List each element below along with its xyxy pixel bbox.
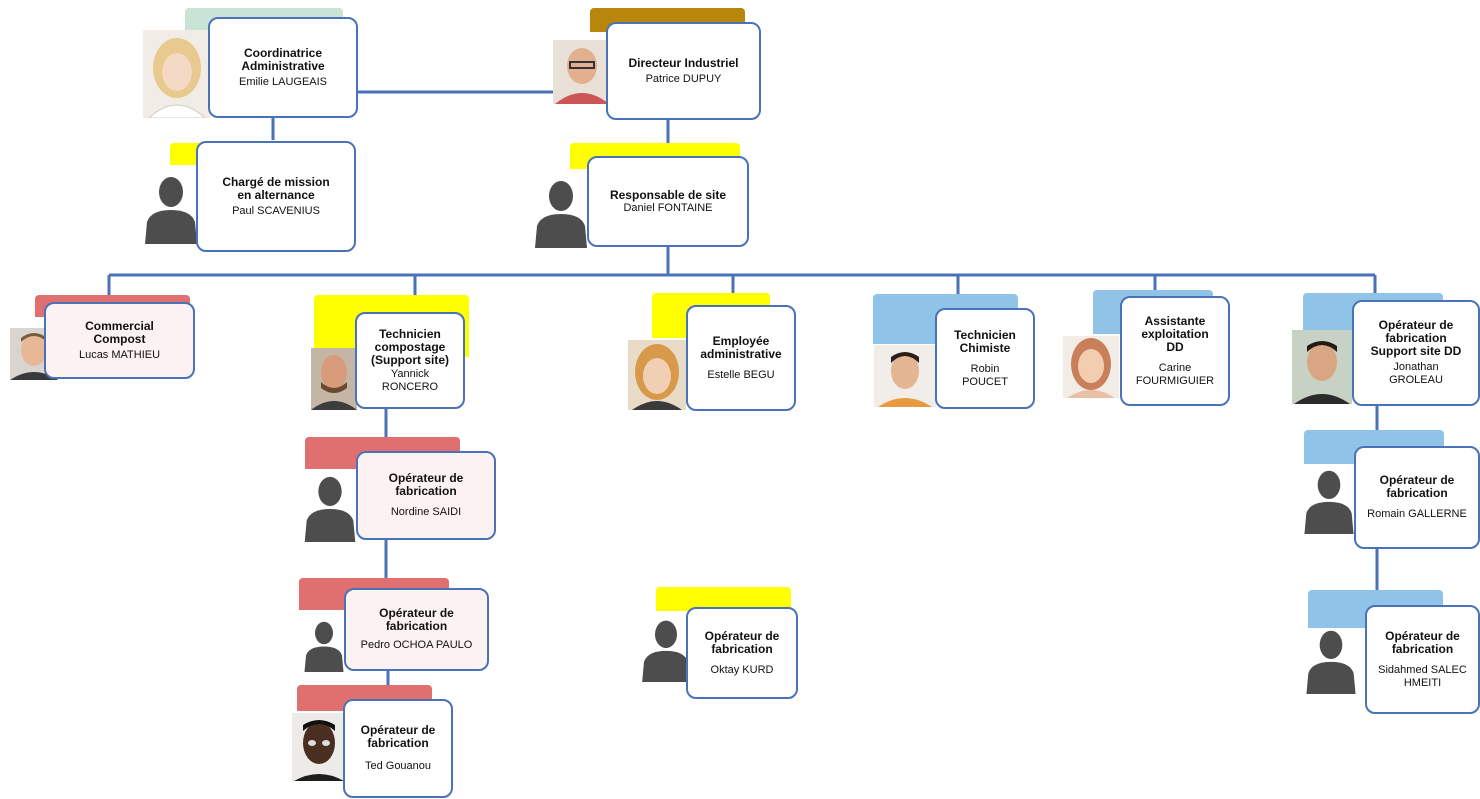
role-title: Opérateur de fabrication [1379, 473, 1455, 500]
org-card: Directeur Industriel Patrice DUPUY [606, 22, 761, 120]
photo-woman-redhead [628, 340, 686, 410]
role-title: Directeur Industriel [628, 55, 739, 70]
role-title: Opérateur de fabrication [360, 723, 436, 750]
role-title: Opérateur de fabrication [379, 606, 454, 633]
person-name: Estelle BEGU [707, 368, 775, 381]
org-card: Commercial Compost Lucas MATHIEU [44, 302, 195, 379]
org-card: Opérateur de fabrication Sidahmed SALEC … [1365, 605, 1480, 714]
org-card: Technicien compostage (Support site) Yan… [355, 312, 465, 409]
role-title: Assistante exploitation DD [1141, 313, 1209, 354]
role-title: Opérateur de fabrication [388, 471, 464, 498]
org-card: Responsable de site Daniel FONTAINE [587, 156, 749, 247]
photo-man-dark-hair [874, 345, 936, 407]
silhouette-icon [1300, 466, 1358, 534]
role-title: Commercial Compost [85, 318, 154, 346]
org-card: Technicien Chimiste Robin POUCET [935, 308, 1035, 409]
person-name: Yannick RONCERO [381, 367, 439, 393]
role-title: Opérateur de fabrication Support site DD [1370, 318, 1462, 358]
role-title: Technicien compostage (Support site) [371, 326, 449, 367]
org-card: Chargé de mission en alternance Paul SCA… [196, 141, 356, 252]
org-card: Opérateur de fabrication Nordine SAIDI [356, 451, 496, 540]
org-card: Coordinatrice Administrative Emilie LAUG… [208, 17, 358, 118]
org-card: Employée administrative Estelle BEGU [686, 305, 796, 411]
person-name: Daniel FONTAINE [623, 201, 713, 214]
org-card: Opérateur de fabrication Pedro OCHOA PAU… [344, 588, 489, 671]
role-title: Coordinatrice Administrative [241, 45, 325, 73]
org-card: Opérateur de fabrication Romain GALLERNE [1354, 446, 1480, 549]
person-name: Emilie LAUGEAIS [238, 75, 328, 88]
person-name: Pedro OCHOA PAULO [360, 639, 473, 651]
role-title: Chargé de mission en alternance [222, 174, 330, 202]
person-name: Robin POUCET [962, 362, 1008, 388]
person-name: Sidahmed SALEC HMEITI [1378, 663, 1467, 689]
role-title: Opérateur de fabrication [1385, 628, 1460, 656]
silhouette-icon [302, 472, 358, 542]
org-card: Assistante exploitation DD Carine FOURMI… [1120, 296, 1230, 406]
person-name: Ted Gouanou [364, 760, 432, 772]
org-card: Opérateur de fabrication Oktay KURD [686, 607, 798, 699]
photo-woman-auburn [1063, 336, 1119, 398]
org-card: Opérateur de fabrication Support site DD… [1352, 300, 1480, 406]
silhouette-icon [145, 172, 197, 244]
photo-woman-blonde [143, 30, 211, 118]
silhouette-icon [299, 618, 349, 672]
person-name: Lucas MATHIEU [78, 348, 161, 361]
photo-man-glasses [553, 40, 611, 104]
person-name: Paul SCAVENIUS [232, 204, 320, 217]
photo-man-dark-skin [292, 713, 346, 781]
photo-man-dark-hair-2 [1292, 330, 1352, 404]
photo-man-bald [311, 348, 357, 410]
role-title: Technicien Chimiste [954, 327, 1016, 355]
role-title: Opérateur de fabrication [704, 628, 780, 656]
person-name: Patrice DUPUY [645, 72, 722, 85]
person-name: Oktay KURD [710, 663, 774, 676]
silhouette-icon [638, 616, 694, 682]
person-name: Romain GALLERNE [1367, 508, 1467, 520]
silhouette-icon [532, 176, 590, 248]
person-name: Jonathan GROLEAU [1389, 361, 1443, 386]
silhouette-icon [1302, 626, 1360, 694]
role-title: Employée administrative [700, 333, 782, 361]
person-name: Carine FOURMIGUIER [1135, 361, 1215, 387]
role-title: Responsable de site [609, 187, 727, 202]
org-card: Opérateur de fabrication Ted Gouanou [343, 699, 453, 798]
person-name: Nordine SAIDI [390, 506, 462, 518]
